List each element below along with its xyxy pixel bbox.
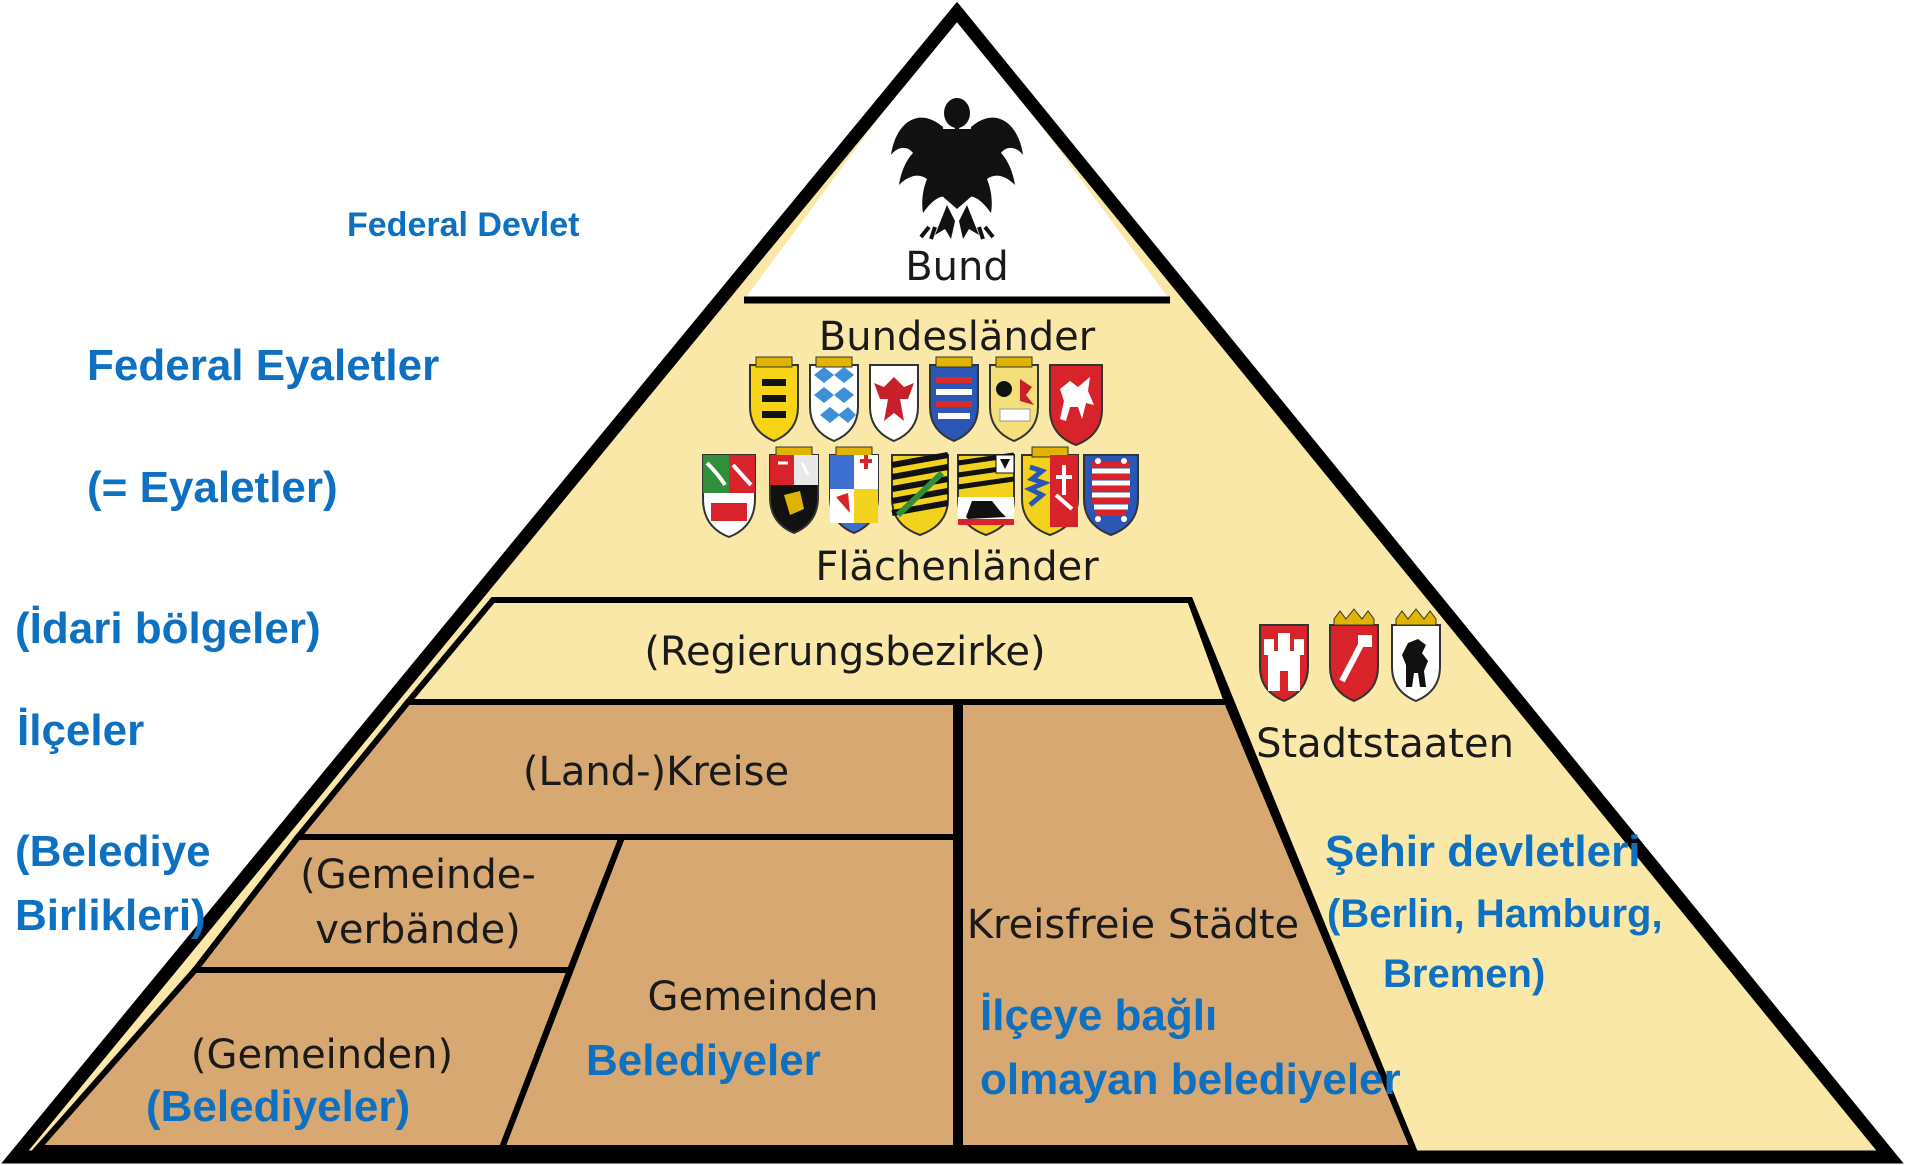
bavaria-coat-icon bbox=[809, 356, 859, 443]
label-gemeinden: Gemeinden bbox=[648, 974, 879, 1020]
saxony-coat-icon bbox=[891, 452, 949, 537]
label-flaechenlaender: Flächenländer bbox=[815, 544, 1099, 590]
translation-belediye-birlikleri-2: Birlikleri) bbox=[15, 891, 206, 940]
saxony-anhalt-coat-icon bbox=[957, 452, 1015, 537]
translation-idari-bolgeler: (İdari bölgeler) bbox=[15, 604, 321, 653]
north-rhine-westphalia-coat-icon bbox=[702, 454, 756, 539]
translation-ilceler: İlçeler bbox=[17, 706, 145, 755]
bremen-coat-icon bbox=[1329, 608, 1379, 703]
label-gemeindeverbaende-1: (Gemeinde- bbox=[300, 852, 536, 898]
label-regierungsbezirke: (Regierungsbezirke) bbox=[644, 629, 1045, 675]
translation-sehir-devletleri: Şehir devletleri bbox=[1325, 827, 1641, 876]
brandenburg-coat-icon bbox=[869, 364, 919, 443]
translation-ilceye-bagli-2: olmayan belediyeler bbox=[980, 1055, 1401, 1104]
translation-sehir-devletleri-list-2: Bremen) bbox=[1383, 952, 1546, 996]
federal-eagle-icon bbox=[891, 98, 1023, 240]
city-state-emblems bbox=[1259, 608, 1441, 703]
state-emblems-row-1 bbox=[749, 356, 1103, 447]
label-gemeinden-paren: (Gemeinden) bbox=[191, 1032, 453, 1078]
hamburg-coat-icon bbox=[1259, 624, 1309, 703]
rhineland-palatinate-coat-icon bbox=[769, 446, 819, 535]
schleswig-holstein-coat-icon bbox=[1021, 446, 1079, 537]
saarland-coat-icon bbox=[829, 446, 879, 535]
gemeinden-tier bbox=[497, 834, 959, 1151]
translation-belediyeler: Belediyeler bbox=[586, 1036, 821, 1085]
translation-belediyeler-paren: (Belediyeler) bbox=[146, 1082, 411, 1131]
translation-sehir-devletleri-list-1: (Berlin, Hamburg, bbox=[1327, 892, 1663, 936]
label-bund: Bund bbox=[905, 244, 1009, 290]
label-stadtstaaten: Stadtstaaten bbox=[1256, 721, 1514, 767]
translation-federal-devlet: Federal Devlet bbox=[347, 206, 580, 244]
translation-eyaletler: (= Eyaletler) bbox=[87, 463, 338, 512]
translation-ilceye-bagli-1: İlçeye bağlı bbox=[980, 991, 1218, 1040]
translation-federal-eyaletler: Federal Eyaletler bbox=[87, 341, 440, 390]
mecklenburg-vorpommern-coat-icon bbox=[989, 356, 1039, 443]
thuringia-coat-icon bbox=[1083, 454, 1139, 537]
lower-saxony-coat-icon bbox=[1049, 364, 1103, 447]
berlin-coat-icon bbox=[1391, 608, 1441, 703]
label-kreisfreie-staedte: Kreisfreie Städte bbox=[967, 902, 1299, 948]
stadtstaaten-divider bbox=[1187, 598, 1416, 1150]
state-emblems-row-2 bbox=[702, 446, 1139, 539]
baden-wuerttemberg-coat-icon bbox=[749, 356, 799, 443]
translation-belediye-birlikleri-1: (Belediye bbox=[15, 827, 211, 876]
label-landkreise: (Land-)Kreise bbox=[523, 749, 789, 795]
hesse-coat-icon bbox=[929, 356, 979, 443]
label-gemeindeverbaende-2: verbände) bbox=[315, 907, 521, 953]
label-bundeslaender: Bundesländer bbox=[819, 314, 1096, 360]
